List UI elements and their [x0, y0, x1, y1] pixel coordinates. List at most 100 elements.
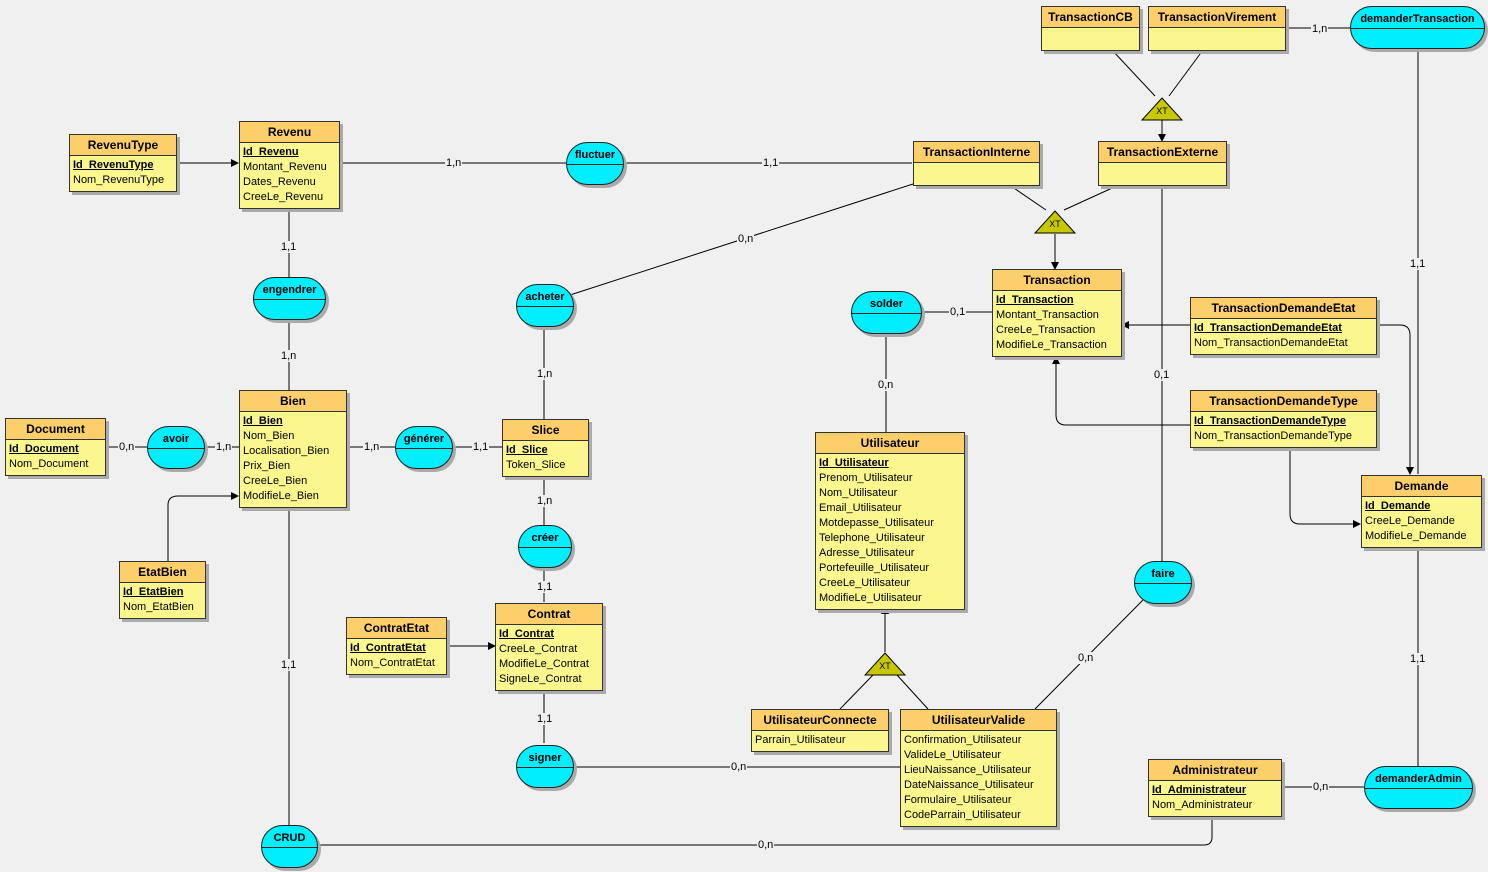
relation-solder[interactable]: solder	[851, 291, 922, 334]
cardinality-label: 0,n	[737, 233, 755, 245]
entity-attribute: CreeLe_Bien	[243, 475, 308, 487]
relation-label: créer	[531, 532, 559, 544]
cardinality-label: 1,n	[363, 441, 381, 453]
entity-attribute: Nom_Administrateur	[1152, 799, 1253, 811]
entity-key-attribute: Id_Contrat	[499, 628, 554, 640]
entity-attribute: CreeLe_Transaction	[996, 324, 1096, 336]
link-demandetype-demande	[1289, 448, 1361, 528]
relation-faire[interactable]: faire	[1134, 561, 1192, 604]
link-demandetype-transaction	[1052, 356, 1190, 426]
entity-attribute: Nom_ContratEtat	[350, 657, 435, 669]
entity-attribute: Confirmation_Utilisateur	[904, 734, 1022, 746]
cardinality-label: 0,n	[757, 839, 775, 851]
entity-attribute: Nom_TransactionDemandeType	[1194, 430, 1352, 442]
relation-acheter[interactable]: acheter	[516, 284, 574, 327]
entity-transactioncb[interactable]: TransactionCB	[1041, 6, 1140, 51]
entity-key-attribute: Id_Utilisateur	[819, 457, 889, 469]
entity-title: Slice	[503, 420, 588, 441]
entity-attribute: Dates_Revenu	[243, 176, 316, 188]
entity-attribute: DateNaissance_Utilisateur	[904, 779, 1034, 791]
entity-title: TransactionExterne	[1099, 142, 1226, 163]
relation-demandertransaction[interactable]: demanderTransaction	[1350, 6, 1485, 49]
entity-transactioninterne[interactable]: TransactionInterne	[913, 141, 1040, 186]
cardinality-label: 1,n	[1311, 23, 1329, 35]
relation-avoir[interactable]: avoir	[147, 426, 205, 469]
relation-label: avoir	[162, 433, 190, 445]
entity-transactionvirement[interactable]: TransactionVirement	[1148, 6, 1286, 51]
cardinality-label: 1,n	[445, 157, 463, 169]
cardinality-label: 0,1	[949, 306, 967, 318]
entity-attribute: Email_Utilisateur	[819, 502, 902, 514]
cardinality-label: 1,n	[536, 495, 554, 507]
relation-label: générer	[403, 433, 445, 445]
link-demandeetat-demande	[1376, 324, 1414, 475]
relation-creer[interactable]: créer	[518, 525, 572, 568]
entity-title: TransactionDemandeEtat	[1191, 298, 1376, 319]
relation-crud[interactable]: CRUD	[261, 825, 318, 868]
entity-key-attribute: Id_Demande	[1365, 500, 1431, 512]
relation-label: fluctuer	[574, 149, 616, 161]
entity-attribute: LieuNaissance_Utilisateur	[904, 764, 1032, 776]
entity-attribute: ModifieLe_Transaction	[996, 339, 1107, 351]
link-utilconnecte-xt	[839, 674, 874, 710]
entity-attribute: Parrain_Utilisateur	[755, 734, 846, 746]
relation-engendrer[interactable]: engendrer	[253, 277, 326, 320]
entity-attribute: CreeLe_Contrat	[499, 643, 578, 655]
inheritance-xt-transaction: XT	[1034, 210, 1076, 234]
cardinality-label: 0,n	[1077, 652, 1095, 664]
entity-key-attribute: Id_Transaction	[996, 294, 1074, 306]
cardinality-label: 1,1	[280, 659, 298, 671]
link-cb-xt	[1111, 49, 1156, 97]
entity-transactionexterne[interactable]: TransactionExterne	[1098, 141, 1227, 186]
entity-attribute: Localisation_Bien	[243, 445, 330, 457]
entity-attribute: Nom_EtatBien	[123, 601, 194, 613]
cardinality-label: 1,1	[1409, 653, 1427, 665]
cardinality-label: 1,1	[1409, 258, 1427, 270]
relation-demanderadmin[interactable]: demanderAdmin	[1364, 766, 1473, 809]
relation-label: demanderAdmin	[1375, 773, 1462, 785]
cardinality-label: 1,1	[762, 157, 780, 169]
link-transinterne-xt	[1007, 183, 1047, 211]
entity-key-attribute: Id_ContratEtat	[350, 642, 426, 654]
relation-generer[interactable]: générer	[395, 426, 453, 469]
cardinality-label: 0,n	[118, 441, 136, 453]
entity-attribute: CreeLe_Demande	[1365, 515, 1455, 527]
inheritance-label: XT	[879, 661, 891, 671]
entity-attribute: ValideLe_Utilisateur	[904, 749, 1002, 761]
entity-key-attribute: Id_Document	[9, 443, 79, 455]
entity-key-attribute: Id_Revenu	[243, 146, 299, 158]
entity-attribute: CreeLe_Utilisateur	[819, 577, 911, 589]
entity-attribute: ModifieLe_Bien	[243, 490, 319, 502]
relation-label: demanderTransaction	[1360, 13, 1475, 25]
entity-title: TransactionDemandeType	[1191, 391, 1376, 412]
entity-attribute: SigneLe_Contrat	[499, 673, 582, 685]
relation-fluctuer[interactable]: fluctuer	[566, 142, 624, 185]
entity-attribute: Prenom_Utilisateur	[819, 472, 913, 484]
relation-signer[interactable]: signer	[516, 745, 574, 788]
entity-attribute: Nom_RevenuType	[73, 174, 165, 186]
